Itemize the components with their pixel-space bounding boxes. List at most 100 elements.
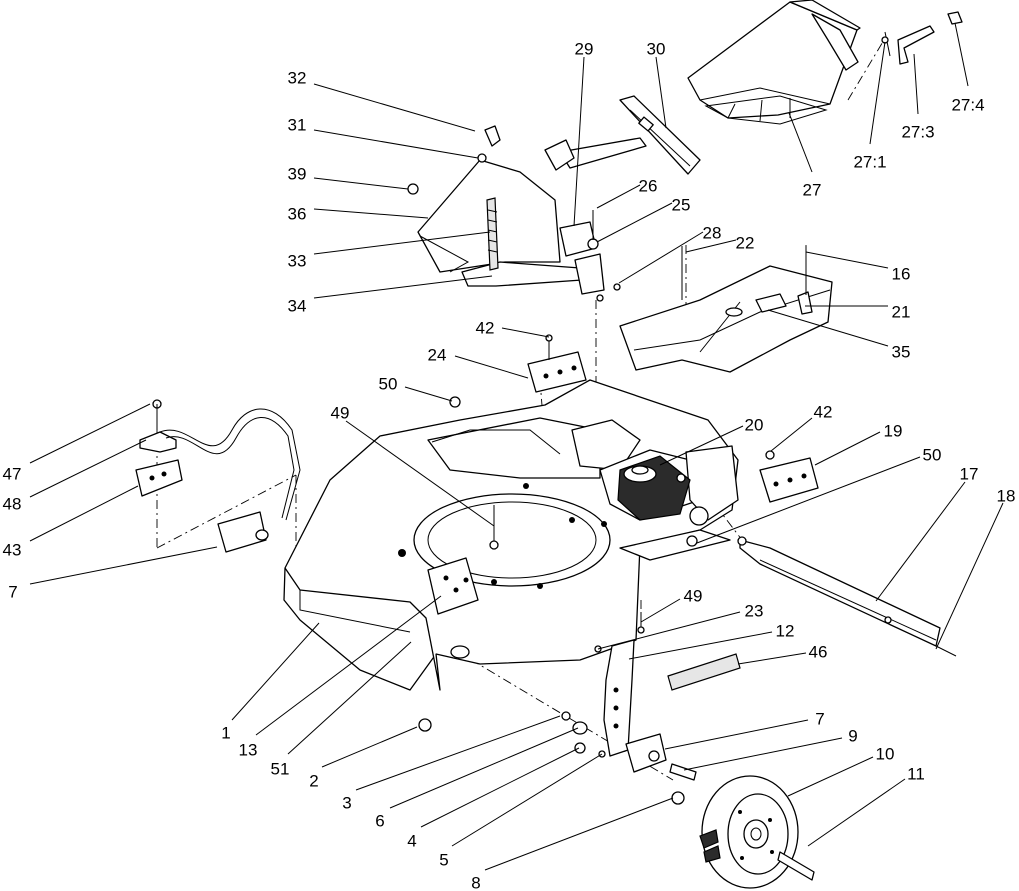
callout-label: 27:4 [951, 95, 984, 114]
leader-line [696, 456, 921, 544]
leader-line [29, 439, 147, 498]
leader-line [313, 208, 429, 219]
callout-label: 11 [907, 764, 925, 783]
callout-label: 50 [923, 445, 942, 464]
leader-line [231, 622, 320, 721]
leader-line [659, 425, 744, 466]
leader-line [787, 756, 874, 797]
callout-label: 8 [471, 873, 480, 891]
callout-label: 47 [3, 464, 22, 483]
callout-label: 50 [379, 374, 398, 393]
leader-line [596, 184, 641, 209]
leader-line [655, 56, 667, 129]
leader-line [875, 481, 966, 602]
callout-label: 23 [745, 601, 764, 620]
callout-label: 7 [8, 582, 17, 601]
callout-label: 49 [684, 586, 703, 605]
callout-label: 1 [221, 723, 230, 742]
leader-line [640, 598, 681, 623]
callout-label: 4 [407, 831, 416, 850]
leader-line [685, 239, 737, 253]
leader-line [29, 403, 151, 464]
leader-line [814, 431, 881, 466]
callout-label: 35 [892, 342, 911, 361]
left-height-lever [135, 399, 301, 553]
callout-label: 29 [575, 39, 594, 58]
discharge-door-rod [544, 95, 701, 175]
leader-line [389, 727, 579, 809]
callout-label: 49 [331, 403, 350, 422]
callout-label: 21 [892, 302, 911, 321]
height-adjust-rear [449, 334, 587, 408]
leader-line [807, 778, 906, 847]
leader-line [345, 420, 495, 527]
leader-line [770, 417, 813, 452]
callout-label: 51 [271, 759, 290, 778]
callout-label: 22 [736, 233, 755, 252]
callout-label: 33 [288, 251, 307, 270]
callout-label: 24 [428, 345, 447, 364]
leader-line [313, 129, 479, 159]
transmission [617, 455, 691, 521]
callout-label: 27:1 [853, 152, 886, 171]
callout-label: 43 [3, 540, 22, 559]
callout-label: 17 [960, 464, 979, 483]
leader-line [767, 309, 889, 347]
grass-bag [687, 0, 861, 125]
leader-line [618, 231, 704, 284]
callout-label: 30 [647, 39, 666, 58]
bag-hardware [881, 11, 963, 65]
callout-label: 32 [288, 68, 307, 87]
leader-line [29, 546, 218, 585]
leader-line [321, 726, 418, 768]
rear-shield [619, 246, 833, 373]
rear-door-assembly [407, 125, 621, 302]
callout-label: 12 [776, 621, 795, 640]
leader-line [954, 22, 969, 87]
leader-line [484, 797, 674, 871]
callout-label: 7 [815, 709, 824, 728]
leader-line [597, 611, 741, 650]
leader-line [313, 83, 476, 132]
callout-label: 27 [803, 180, 822, 199]
callout-label: 27:3 [901, 122, 934, 141]
leader-line [788, 112, 813, 173]
leader-line [287, 641, 412, 755]
leader-line [501, 327, 550, 338]
leader-line [596, 202, 673, 243]
leader-line [355, 715, 561, 791]
callout-label: 25 [672, 195, 691, 214]
callout-label: 26 [639, 176, 658, 195]
callout-label: 13 [239, 740, 258, 759]
leader-line [255, 595, 442, 736]
rear-axle [619, 529, 957, 657]
callout-label: 18 [997, 486, 1016, 505]
callout-label: 9 [848, 726, 857, 745]
leader-line [29, 485, 139, 542]
leader-line [313, 231, 491, 255]
mower-deck [283, 379, 739, 691]
callout-label: 10 [876, 744, 895, 763]
leader-line [454, 355, 529, 379]
callout-label: 3 [342, 793, 351, 812]
callout-label: 36 [288, 204, 307, 223]
callout-label: 20 [745, 415, 764, 434]
leader-line [737, 652, 807, 665]
leader-line [869, 41, 886, 145]
callout-label: 39 [288, 164, 307, 183]
leader-line [805, 251, 889, 269]
height-adjust-right [759, 450, 819, 503]
callout-label: 5 [439, 850, 448, 869]
front-wheel [699, 775, 815, 889]
leader-line [935, 502, 1004, 650]
callout-label: 28 [703, 223, 722, 242]
leader-line [913, 53, 919, 115]
callout-label: 42 [476, 318, 495, 337]
callout-label: 16 [892, 264, 911, 283]
callout-label: 2 [309, 771, 318, 790]
leader-line [573, 56, 585, 227]
leader-line [313, 275, 493, 299]
callout-label: 31 [288, 115, 307, 134]
